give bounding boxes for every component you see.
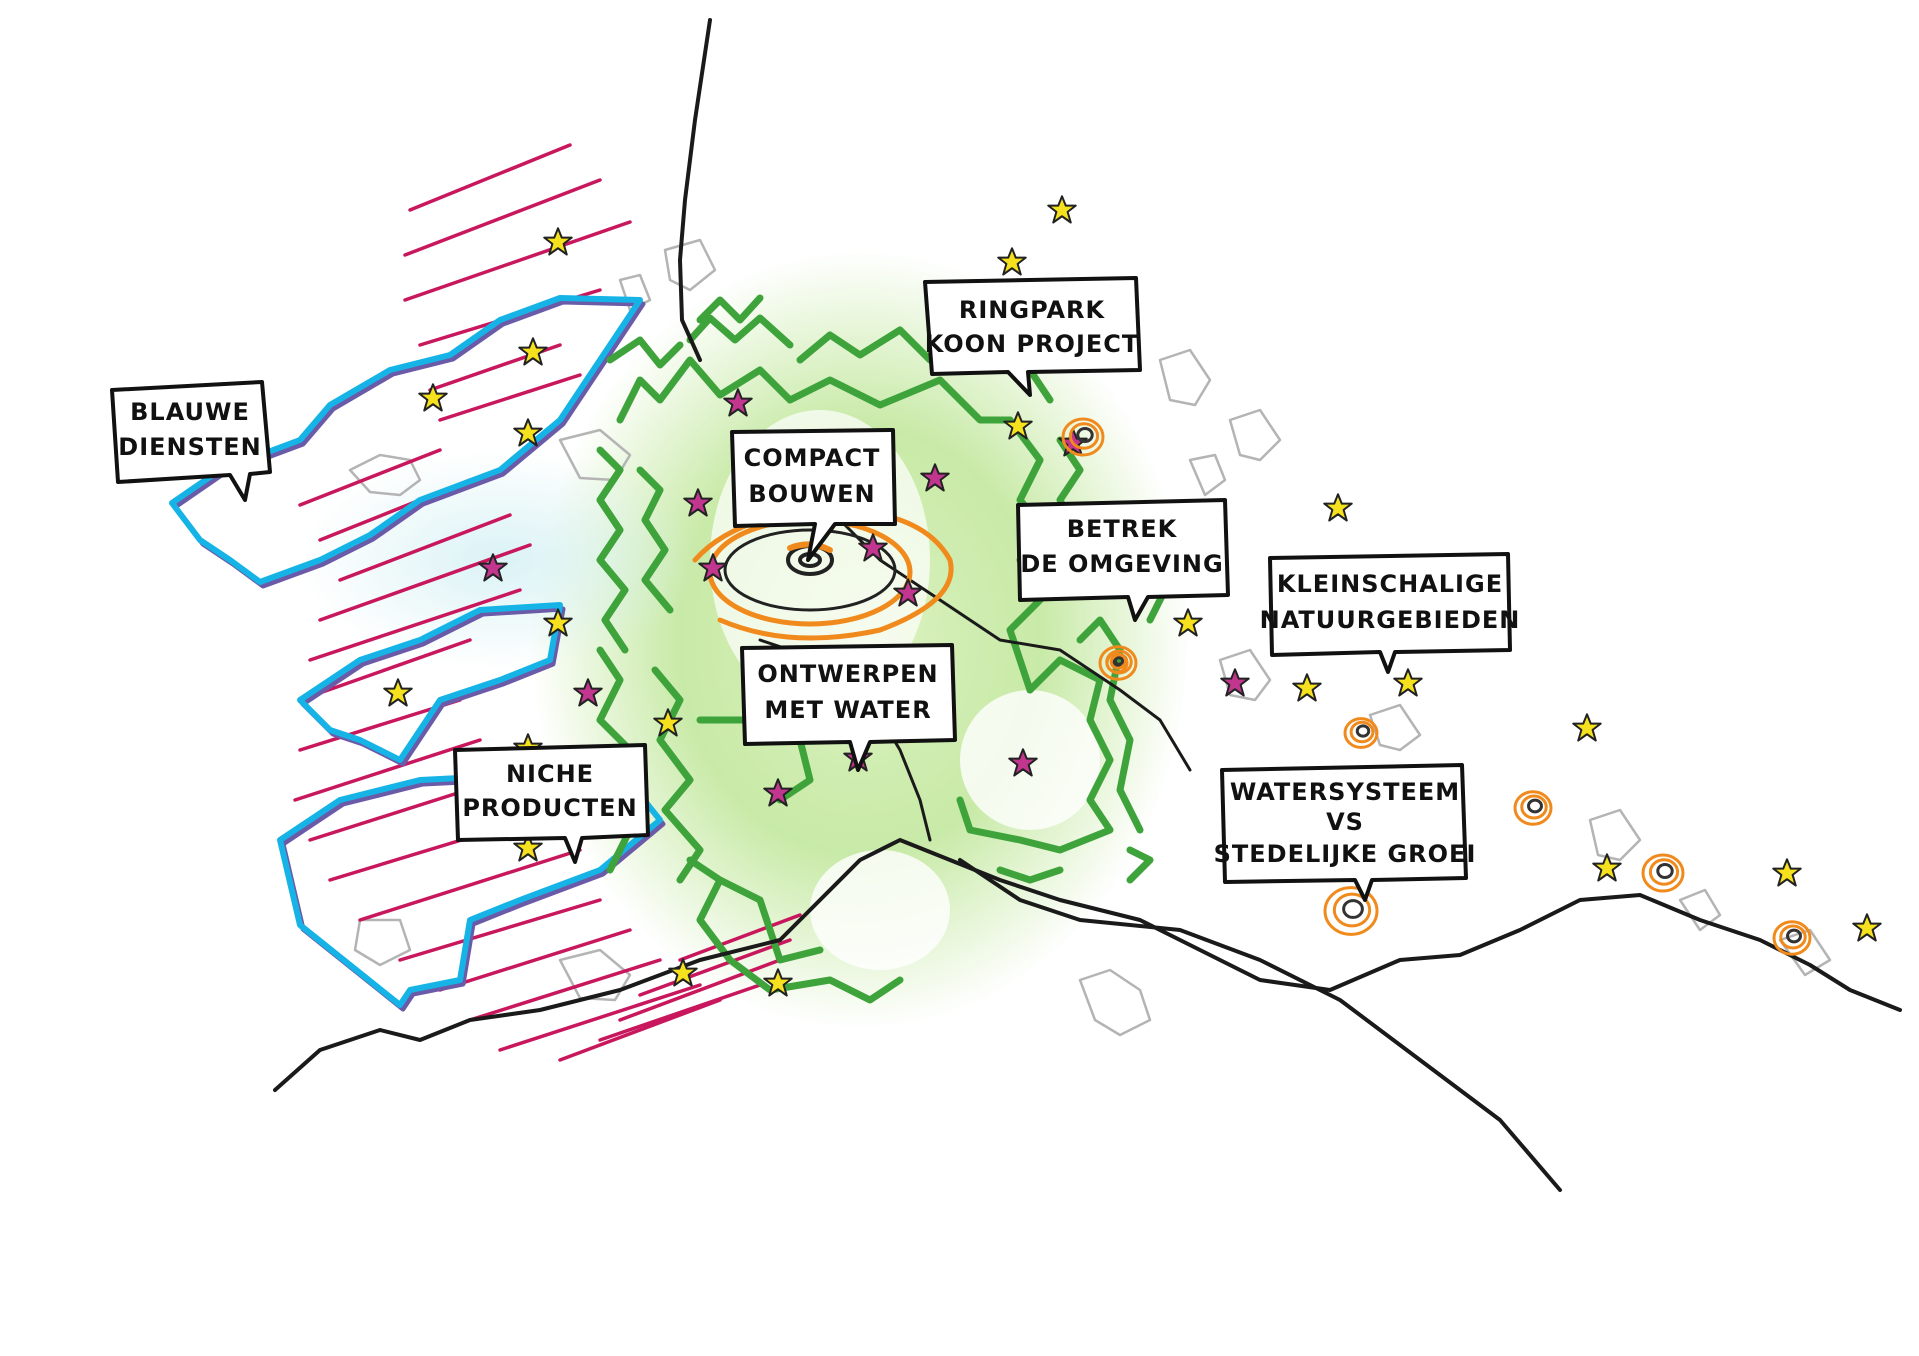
hatch-line bbox=[498, 983, 702, 1052]
star-icon bbox=[418, 383, 448, 412]
hatch-line bbox=[293, 738, 482, 802]
settlement-outline bbox=[1188, 453, 1227, 497]
callout-niche-producten: NICHE PRODUCTEN bbox=[453, 743, 650, 864]
settlement-outline bbox=[1588, 808, 1642, 862]
callout-text: MET WATER bbox=[764, 696, 931, 724]
star-icon bbox=[1852, 913, 1882, 942]
hatch-line bbox=[638, 938, 792, 997]
settlement-outline bbox=[353, 918, 412, 967]
north-rail-line bbox=[678, 18, 712, 362]
hatch-line bbox=[558, 998, 722, 1062]
swirl-icon bbox=[1105, 652, 1129, 674]
callout-text: STEDELIJKE GROEI bbox=[1214, 840, 1477, 868]
star-icon bbox=[1572, 713, 1602, 742]
settlement-outline bbox=[1368, 703, 1422, 752]
star-icon bbox=[997, 247, 1027, 276]
hatch-line bbox=[468, 958, 662, 1022]
star-icon bbox=[1393, 668, 1423, 697]
callout-kleinschalige: KLEINSCHALIGE NATUURGEBIEDEN bbox=[1260, 552, 1521, 674]
swirl-icon bbox=[1323, 886, 1379, 936]
callout-compact-bouwen: COMPACT BOUWEN bbox=[730, 428, 897, 562]
callout-blauwe-diensten: BLAUWE DIENSTEN bbox=[110, 380, 272, 502]
star-icon bbox=[1220, 668, 1250, 697]
swirl-icon bbox=[1641, 853, 1685, 893]
callout-text: WATERSYSTEEM bbox=[1230, 778, 1460, 806]
hatch-line bbox=[438, 928, 632, 992]
callout-text: BETREK bbox=[1067, 515, 1178, 543]
callout-text: PRODUCTEN bbox=[462, 794, 637, 822]
star-icon bbox=[383, 678, 413, 707]
settlement-outline bbox=[1678, 888, 1722, 932]
callout-watersysteem: WATERSYSTEEM VS STEDELIJKE GROEI bbox=[1214, 763, 1477, 902]
settlement-outline bbox=[1078, 968, 1152, 1037]
blue-zones bbox=[169, 295, 666, 1012]
star-icon bbox=[518, 337, 548, 366]
settlement-outline bbox=[348, 453, 422, 497]
magenta-hatch bbox=[293, 143, 802, 1062]
hatch-line bbox=[358, 848, 582, 922]
callout-text: BOUWEN bbox=[748, 480, 875, 508]
callouts: BLAUWE DIENSTEN COMPACT BOUWEN RINGPARK … bbox=[110, 276, 1521, 902]
south-rail-line bbox=[273, 838, 1902, 1092]
star-icon bbox=[1292, 673, 1322, 702]
star-icon bbox=[1772, 858, 1802, 887]
callout-text: BLAUWE bbox=[130, 398, 250, 426]
hatch-line bbox=[408, 143, 572, 212]
hatch-line bbox=[598, 983, 762, 1042]
callout-text: NATUURGEBIEDEN bbox=[1260, 606, 1521, 634]
hatch-line bbox=[403, 178, 602, 257]
swirl-icon bbox=[1061, 417, 1105, 457]
settlement-outline bbox=[663, 238, 717, 292]
hatch-line bbox=[618, 958, 782, 1022]
hatch-line bbox=[403, 220, 632, 302]
settlement-outline bbox=[558, 428, 632, 482]
swirl-icon bbox=[1772, 920, 1812, 956]
callout-text: RINGPARK bbox=[959, 296, 1106, 324]
callout-ringpark: RINGPARK KOON PROJECT bbox=[923, 276, 1142, 397]
settlement-outline bbox=[558, 948, 632, 1002]
swirl-icon bbox=[1513, 790, 1553, 826]
callout-text: DIENSTEN bbox=[118, 433, 261, 461]
settlement-outline bbox=[1228, 408, 1282, 462]
hatch-line bbox=[398, 898, 602, 962]
swirl-icon bbox=[1343, 717, 1379, 749]
hatch-line bbox=[338, 513, 512, 582]
callout-text: NICHE bbox=[506, 760, 594, 788]
hatch-line bbox=[438, 373, 582, 422]
callout-text: ONTWERPEN bbox=[757, 660, 938, 688]
callout-text: KOON PROJECT bbox=[925, 330, 1140, 358]
callout-ontwerpen-water: ONTWERPEN MET WATER bbox=[740, 643, 957, 772]
white-core-south bbox=[810, 850, 950, 970]
star-icon bbox=[1047, 195, 1077, 224]
hatch-line bbox=[678, 913, 802, 962]
star-icon bbox=[1323, 493, 1353, 522]
callout-betrek-omgeving: BETREK DE OMGEVING bbox=[1016, 498, 1230, 622]
callout-text: COMPACT bbox=[744, 444, 881, 472]
settlement-outline bbox=[1158, 348, 1212, 407]
inner-route-2 bbox=[798, 478, 1192, 772]
hatch-line bbox=[298, 448, 442, 507]
callout-text: KLEINSCHALIGE bbox=[1277, 570, 1503, 598]
east-rail-line bbox=[958, 858, 1562, 1192]
swirl-markers bbox=[1061, 417, 1812, 956]
callout-text: DE OMGEVING bbox=[1020, 550, 1223, 578]
hatch-line bbox=[308, 588, 522, 662]
callout-text: VS bbox=[1326, 808, 1364, 836]
